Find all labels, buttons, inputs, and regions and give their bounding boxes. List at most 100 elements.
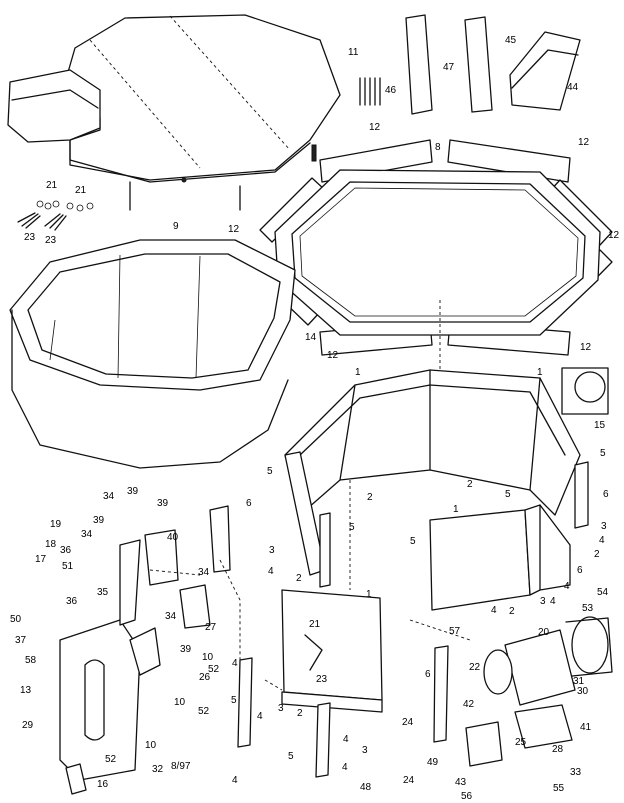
callout-21a: 21	[46, 180, 58, 191]
cover-brackets	[359, 14, 581, 115]
callout-41: 41	[580, 722, 592, 733]
callout-2e: 2	[509, 606, 515, 617]
callout-20: 20	[538, 627, 550, 638]
callout-2a: 2	[367, 492, 373, 503]
callout-39a: 39	[127, 486, 139, 497]
callout-47: 47	[443, 62, 455, 73]
callout-37: 37	[15, 635, 27, 646]
callout-55: 55	[553, 783, 565, 794]
spa-cover	[7, 14, 341, 211]
cushions-and-frame	[255, 139, 613, 356]
callout-9: 9	[173, 221, 179, 232]
callout-5e: 5	[410, 536, 416, 547]
callout-35: 35	[97, 587, 109, 598]
callout-4c: 4	[564, 581, 570, 592]
callout-26: 26	[199, 672, 211, 683]
callout-45: 45	[505, 35, 517, 46]
callout-23b: 23	[45, 235, 57, 246]
callout-28: 28	[552, 744, 564, 755]
callout-5a: 5	[267, 466, 273, 477]
callout-3e: 3	[362, 745, 368, 756]
callout-34b: 34	[81, 529, 93, 540]
equipment-cabinet	[59, 505, 231, 795]
callout-10c: 10	[145, 740, 157, 751]
callout-39c: 39	[93, 515, 105, 526]
callout-52b: 52	[198, 706, 210, 717]
callout-40: 40	[167, 532, 179, 543]
callout-12b: 12	[578, 137, 590, 148]
callout-30: 30	[577, 686, 589, 697]
callout-49: 49	[427, 757, 439, 768]
callout-4i: 4	[342, 762, 348, 773]
hardware-screws	[17, 200, 94, 231]
callout-52a: 52	[208, 664, 220, 675]
callout-51: 51	[62, 561, 74, 572]
callout-57: 57	[449, 626, 461, 637]
callout-42: 42	[463, 699, 475, 710]
callout-labels: 11 47 45 44 46 12 8 12 12 12 21 21 23 23…	[10, 35, 620, 802]
callout-2b: 2	[467, 479, 473, 490]
callout-23c: 23	[316, 674, 328, 685]
callout-50: 50	[10, 614, 22, 625]
callout-22: 22	[469, 662, 481, 673]
callout-24a: 24	[402, 717, 414, 728]
callout-4e: 4	[491, 605, 497, 616]
tub-shell	[9, 239, 296, 469]
callout-24b: 24	[403, 775, 415, 786]
callout-43: 43	[455, 777, 467, 788]
callout-4a: 4	[599, 535, 605, 546]
callout-32: 32	[152, 764, 164, 775]
callout-5d: 5	[349, 522, 355, 533]
callout-5g: 5	[288, 751, 294, 762]
callout-34d: 34	[165, 611, 177, 622]
callout-56: 56	[461, 791, 473, 802]
callout-1c: 1	[453, 504, 459, 515]
callout-2f: 2	[297, 708, 303, 719]
callout-12c: 12	[228, 224, 240, 235]
callout-34c: 34	[198, 567, 210, 578]
callout-21b: 21	[75, 185, 87, 196]
leader-lines	[149, 300, 471, 691]
callout-44: 44	[567, 82, 579, 93]
callout-5b: 5	[600, 448, 606, 459]
callout-4h: 4	[343, 734, 349, 745]
callout-3d: 3	[278, 703, 284, 714]
callout-6d: 6	[425, 669, 431, 680]
callout-4b: 4	[268, 566, 274, 577]
pump-motor	[433, 367, 613, 767]
callout-53: 53	[582, 603, 594, 614]
callout-3c: 3	[540, 596, 546, 607]
callout-36b: 36	[66, 596, 78, 607]
callout-48: 48	[360, 782, 372, 793]
drawing-stamp: 8/97	[171, 761, 191, 772]
callout-21c: 21	[309, 619, 321, 630]
callout-10a: 10	[202, 652, 214, 663]
callout-23a: 23	[24, 232, 36, 243]
callout-29: 29	[22, 720, 34, 731]
callout-4f: 4	[232, 658, 238, 669]
callout-3b: 3	[269, 545, 275, 556]
callout-27: 27	[205, 622, 217, 633]
callout-39b: 39	[157, 498, 169, 509]
callout-19: 19	[50, 519, 62, 530]
callout-16: 16	[97, 779, 109, 790]
callout-4g: 4	[257, 711, 263, 722]
callout-3a: 3	[601, 521, 607, 532]
callout-14: 14	[305, 332, 317, 343]
callout-36a: 36	[60, 545, 72, 556]
callout-52c: 52	[105, 754, 117, 765]
callout-1d: 1	[366, 589, 372, 600]
callout-12f: 12	[580, 342, 592, 353]
access-panel	[237, 589, 383, 778]
callout-12e: 12	[327, 350, 339, 361]
callout-39d: 39	[180, 644, 192, 655]
callout-6c: 6	[577, 565, 583, 576]
callout-5f: 5	[231, 695, 237, 706]
callout-8: 8	[435, 142, 441, 153]
callout-54: 54	[597, 587, 609, 598]
callout-17: 17	[35, 554, 47, 565]
callout-1b: 1	[537, 367, 543, 378]
callout-12d: 12	[608, 230, 620, 241]
